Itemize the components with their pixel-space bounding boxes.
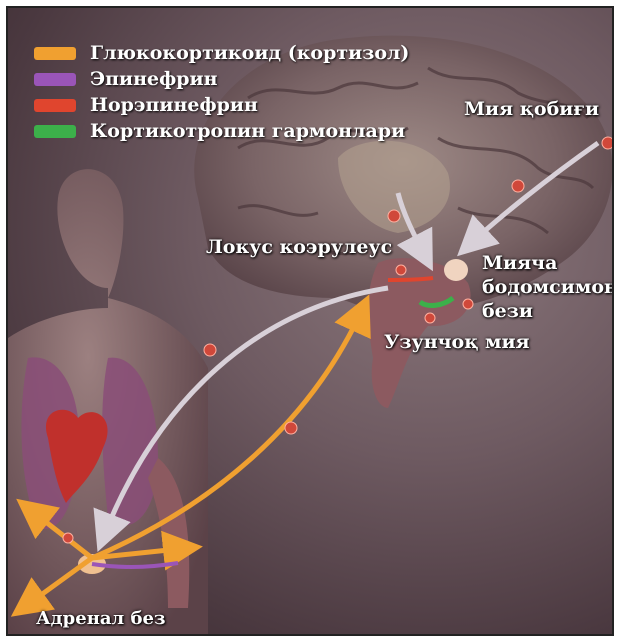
legend-label-norepinephrine: Норэпинефрин: [90, 94, 258, 116]
amygdala-node: [444, 259, 468, 281]
legend-swatch-orange: [34, 47, 76, 60]
label-amygdala-line1: Мияча: [482, 252, 557, 274]
legend-item-glucocorticoid: Глюкокортикоид (кортизол): [34, 42, 409, 64]
legend-item-norepinephrine: Норэпинефрин: [34, 94, 258, 116]
label-locus-coeruleus: Локус коэрулеус: [206, 236, 392, 258]
legend-label-epinephrine: Эпинефрин: [90, 68, 218, 90]
label-amygdala-line3: бези: [482, 300, 533, 322]
legend-item-corticotropin: Кортикотропин гармонлари: [34, 120, 405, 142]
legend-swatch-green: [34, 125, 76, 138]
label-medulla: Узунчоқ мия: [384, 331, 530, 353]
legend-item-epinephrine: Эпинефрин: [34, 68, 218, 90]
legend-label-corticotropin: Кортикотропин гармонлари: [90, 120, 405, 142]
norepinephrine-arrow: [388, 278, 433, 280]
label-adrenal: Адренал без: [36, 608, 165, 629]
legend-label-glucocorticoid: Глюкокортикоид (кортизол): [90, 42, 409, 64]
diagram-frame: Глюкокортикоид (кортизол) Эпинефрин Норэ…: [6, 6, 614, 636]
label-amygdala-line2: бодомсимон: [482, 276, 614, 298]
legend-swatch-red: [34, 99, 76, 112]
label-brain-cortex: Мия қобиғи: [464, 98, 599, 120]
legend-swatch-purple: [34, 73, 76, 86]
